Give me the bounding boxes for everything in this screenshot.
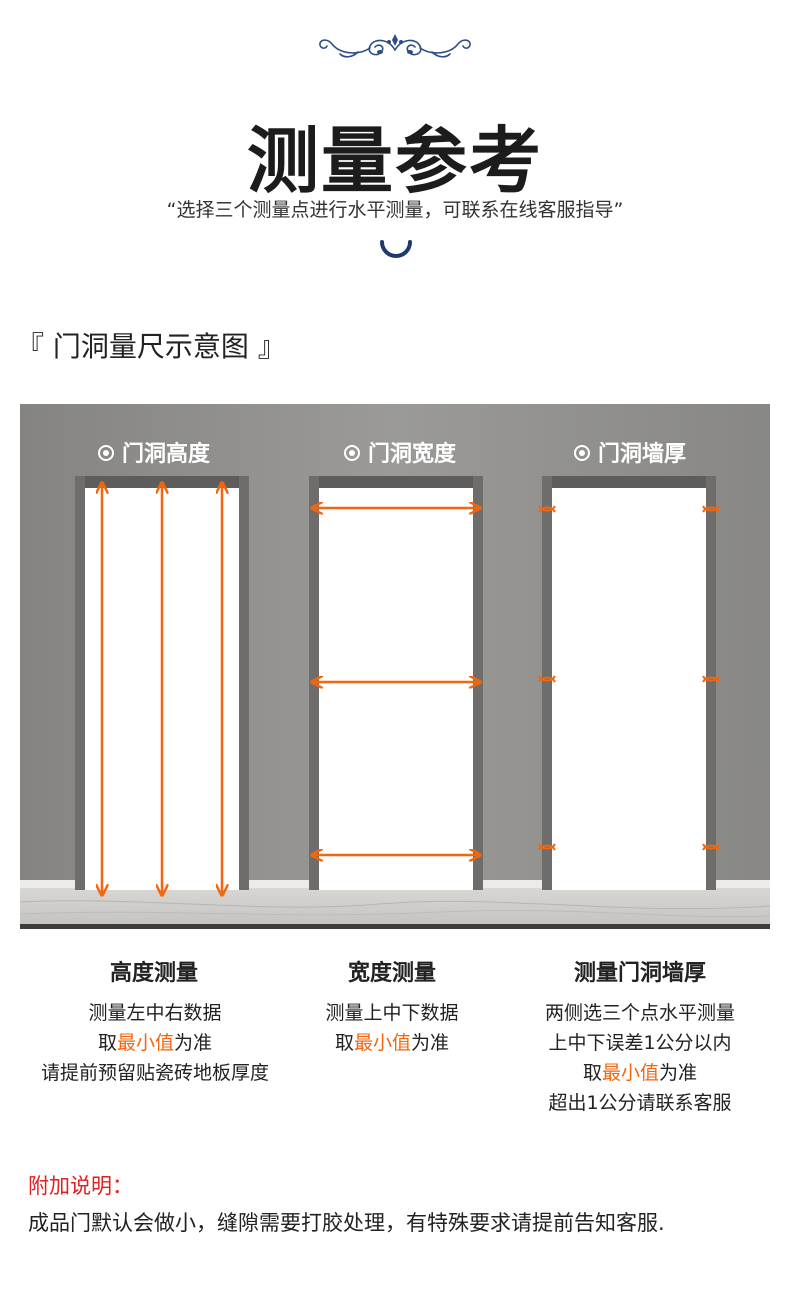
- thickness-measure-title: 测量门洞墙厚: [573, 961, 706, 986]
- note-text: 成品门默认会做小，缝隙需要打胶处理，有特殊要求请提前告知客服.: [28, 1211, 665, 1235]
- page-title: 测量参考: [246, 119, 543, 203]
- height-measure-line: 测量左中右数据: [88, 1002, 222, 1024]
- width-measure-line: 测量上中下数据: [325, 1002, 459, 1024]
- thickness-measure-line: 上中下误差1公分以内: [548, 1032, 732, 1054]
- width-measure-title: 宽度测量: [347, 961, 436, 986]
- target-icon: [573, 445, 590, 461]
- panel-label-height: 门洞高度: [34, 436, 274, 468]
- target-icon: [343, 445, 360, 461]
- flourish-ornament-icon: [319, 34, 471, 58]
- panel-label-thickness: 门洞墙厚: [510, 436, 750, 468]
- height-measure-line: 取最小值为准: [97, 1032, 213, 1054]
- thickness-measure-line: 两侧选三个点水平测量: [544, 1002, 735, 1024]
- thickness-measure-line: 取最小值为准: [582, 1062, 698, 1084]
- height-measure-line: 请提前预留贴瓷砖地板厚度: [40, 1062, 269, 1084]
- panel-label-width: 门洞宽度: [280, 436, 520, 468]
- door-frame-width: [309, 476, 483, 890]
- door-frame-thickness: [538, 476, 720, 890]
- page-subtitle: “选择三个测量点进行水平测量，可联系在线客服指导”: [166, 199, 624, 221]
- height-measure-title: 高度测量: [109, 961, 198, 986]
- section-heading: 『 门洞量尺示意图 』: [16, 330, 286, 363]
- arc-divider-icon: [380, 240, 412, 258]
- thickness-measure-line: 超出1公分请联系客服: [548, 1092, 732, 1114]
- door-opening-diagram: [20, 404, 770, 929]
- note-heading: 附加说明：: [28, 1174, 133, 1198]
- door-frame-height: [75, 476, 249, 894]
- target-icon: [97, 445, 114, 461]
- width-measure-line: 取最小值为准: [334, 1032, 450, 1054]
